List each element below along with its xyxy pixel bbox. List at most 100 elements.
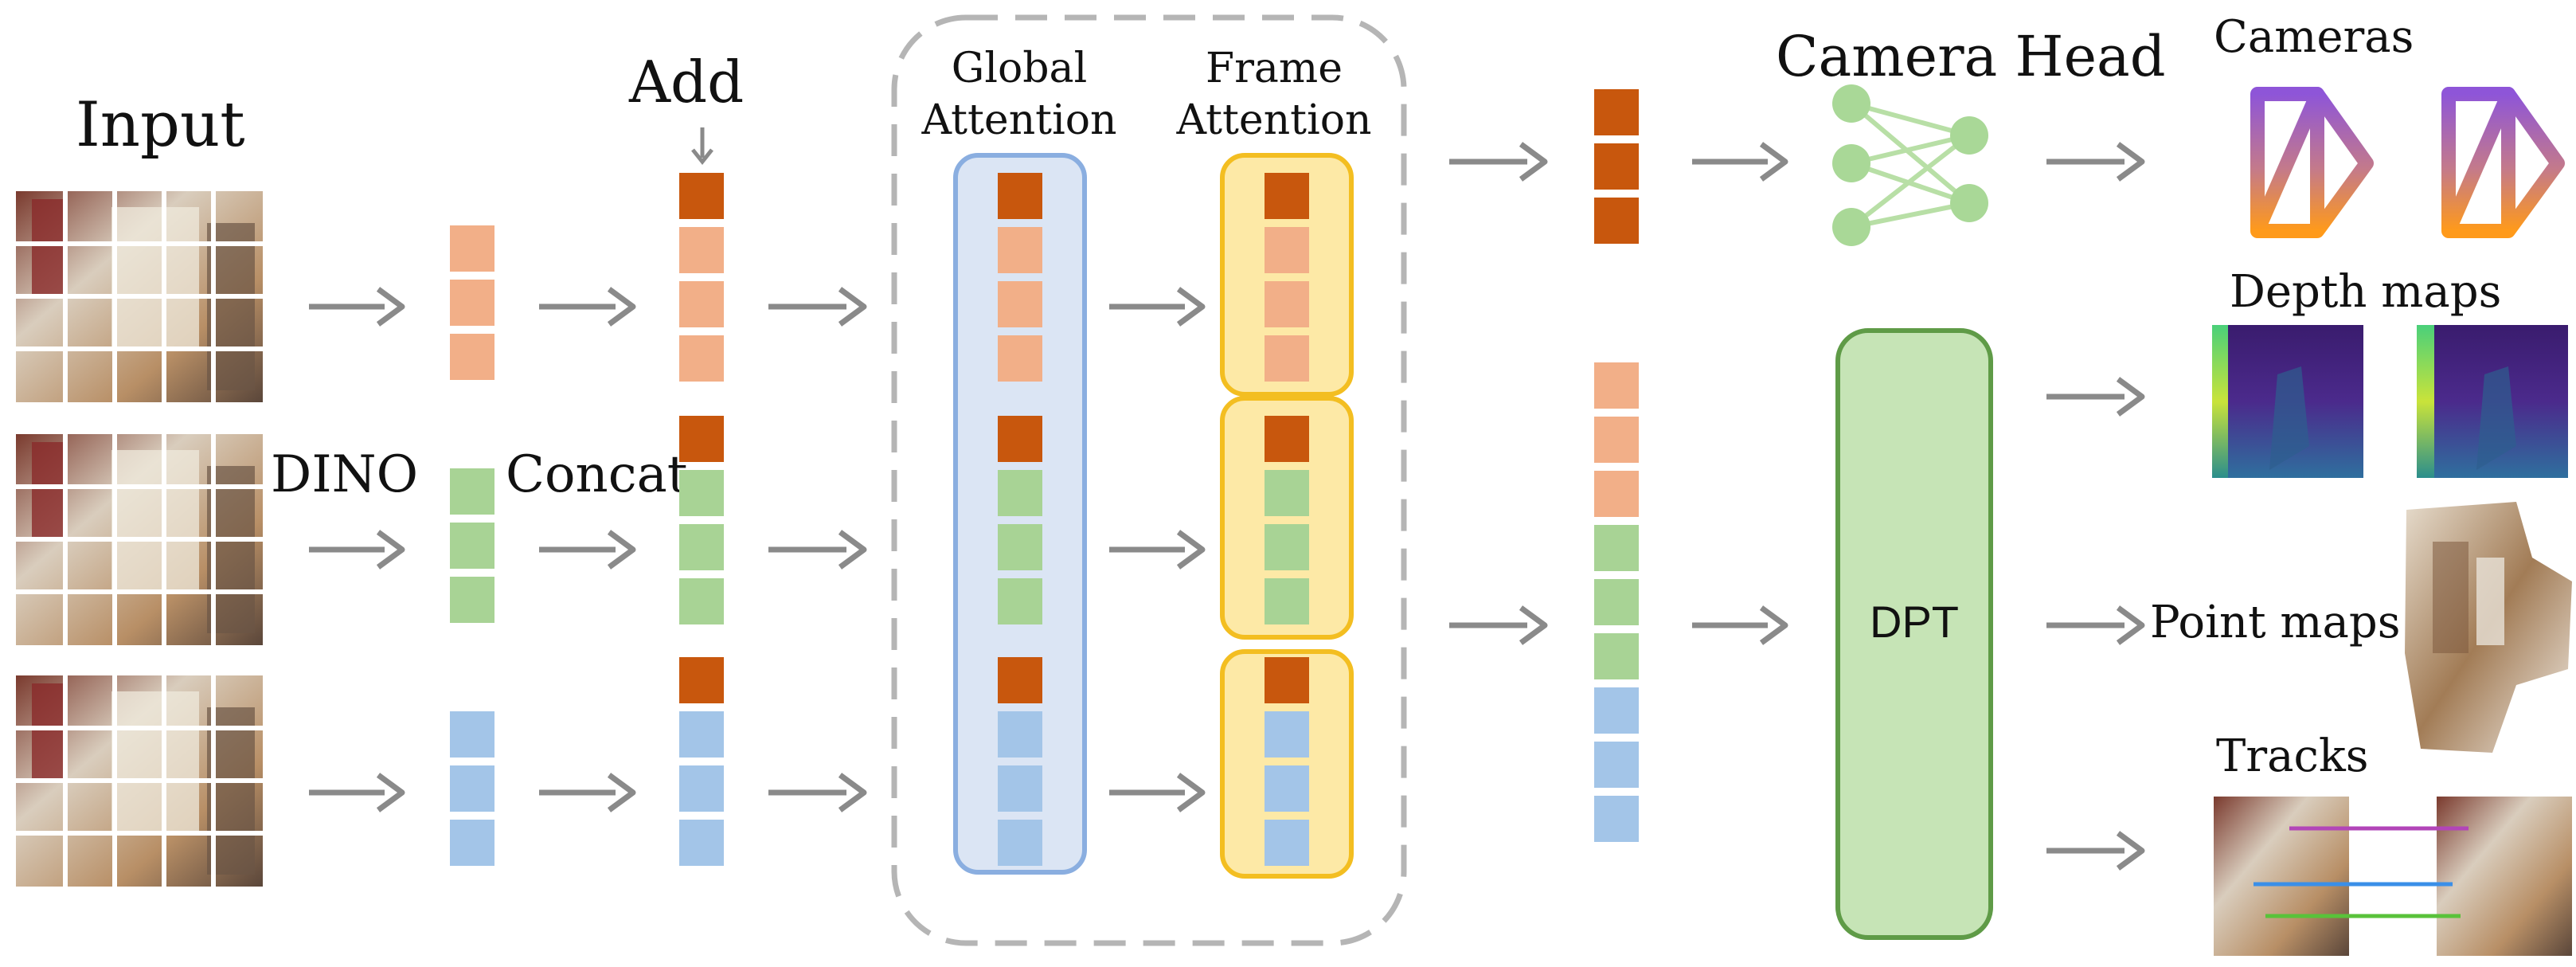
token <box>1265 335 1309 382</box>
camera-frustum-icon <box>2441 87 2565 238</box>
global-attention-label-line1: Global <box>952 45 1087 92</box>
add-down-arrow <box>691 127 713 166</box>
tracks-image <box>2214 797 2572 956</box>
token <box>998 820 1042 866</box>
token <box>679 416 724 462</box>
flow-arrow <box>2046 605 2145 645</box>
token <box>1265 524 1309 570</box>
camera-frustum-icon <box>2250 87 2374 238</box>
flow-arrow <box>1109 530 1206 570</box>
token <box>1265 470 1309 516</box>
dpt-block <box>1835 328 1993 940</box>
input-frame-image <box>16 191 263 402</box>
patch-token <box>1594 796 1639 842</box>
patch-token <box>1594 417 1639 463</box>
patch-token <box>1594 471 1639 517</box>
flow-arrow <box>1692 142 1788 182</box>
flow-arrow <box>2046 831 2145 871</box>
patch-token <box>450 468 494 515</box>
camera-head-label: Camera Head <box>1776 24 2166 89</box>
input-frame-image <box>16 675 263 887</box>
token <box>679 470 724 516</box>
depth-maps-label: Depth maps <box>2230 266 2501 318</box>
alternating-attention-frame <box>891 14 1407 946</box>
dpt-label: DPT <box>1870 597 1959 647</box>
point-map-image <box>2405 502 2572 753</box>
patch-token <box>450 225 494 272</box>
concat-label: Concat <box>506 445 688 504</box>
token <box>1265 227 1309 273</box>
token <box>998 173 1042 219</box>
token <box>1265 416 1309 462</box>
frame-attention-block-2 <box>1220 396 1354 640</box>
camera-head-node <box>1832 84 1870 123</box>
token <box>679 711 724 758</box>
camera-head-node <box>1832 144 1870 182</box>
flow-arrow <box>1449 605 1548 645</box>
token <box>679 335 724 382</box>
flow-arrow <box>768 773 867 812</box>
camera-token <box>1594 143 1639 190</box>
dino-label: DINO <box>271 445 418 504</box>
camera-token <box>1594 89 1639 135</box>
arrows <box>309 127 2145 871</box>
token <box>998 765 1042 812</box>
token <box>998 578 1042 624</box>
patch-token <box>450 711 494 758</box>
token <box>1265 820 1309 866</box>
token <box>679 227 724 273</box>
flow-arrow <box>1692 605 1788 645</box>
patch-token <box>450 577 494 623</box>
token-columns <box>450 89 1639 866</box>
patch-token <box>1594 525 1639 571</box>
camera-head-node <box>1950 184 1988 222</box>
token <box>679 765 724 812</box>
depth-map-image <box>2212 325 2363 478</box>
token <box>998 711 1042 758</box>
input-label: Input <box>76 89 245 161</box>
patch-token <box>1594 742 1639 788</box>
token <box>679 820 724 866</box>
token <box>1265 281 1309 327</box>
token <box>998 227 1042 273</box>
flow-arrow <box>1109 773 1206 812</box>
patch-token <box>450 820 494 866</box>
camera-token <box>1594 198 1639 244</box>
flow-arrow <box>1109 287 1206 327</box>
token <box>998 524 1042 570</box>
patch-token <box>450 280 494 326</box>
token <box>679 657 724 703</box>
input-images <box>16 191 263 887</box>
token <box>1265 765 1309 812</box>
token <box>998 335 1042 382</box>
flow-arrow <box>309 287 405 327</box>
frame-attention-block-1 <box>1220 153 1354 397</box>
flow-arrow <box>768 530 867 570</box>
flow-arrow <box>539 773 636 812</box>
patch-token <box>1594 687 1639 734</box>
token <box>1265 711 1309 758</box>
patch-token <box>1594 362 1639 409</box>
depth-map-image <box>2417 325 2568 478</box>
input-frame-image <box>16 434 263 645</box>
camera-head-network <box>1850 101 1971 229</box>
token <box>998 416 1042 462</box>
patch-token <box>450 334 494 380</box>
patch-token <box>1594 633 1639 679</box>
camera-head-node <box>1950 116 1988 155</box>
flow-arrow <box>539 287 636 327</box>
flow-arrow <box>309 530 405 570</box>
global-attention-label-line2: Attention <box>921 96 1116 144</box>
frame-attention-label-line1: Frame <box>1206 45 1343 92</box>
camera-head-node <box>1832 208 1870 246</box>
patch-token <box>450 523 494 569</box>
patch-token <box>450 765 494 812</box>
flow-arrow <box>309 773 405 812</box>
token <box>998 470 1042 516</box>
token <box>679 173 724 219</box>
token <box>1265 657 1309 703</box>
frame-attention-label-line2: Attention <box>1175 96 1371 144</box>
add-label: Add <box>628 49 744 115</box>
flow-arrow <box>539 530 636 570</box>
